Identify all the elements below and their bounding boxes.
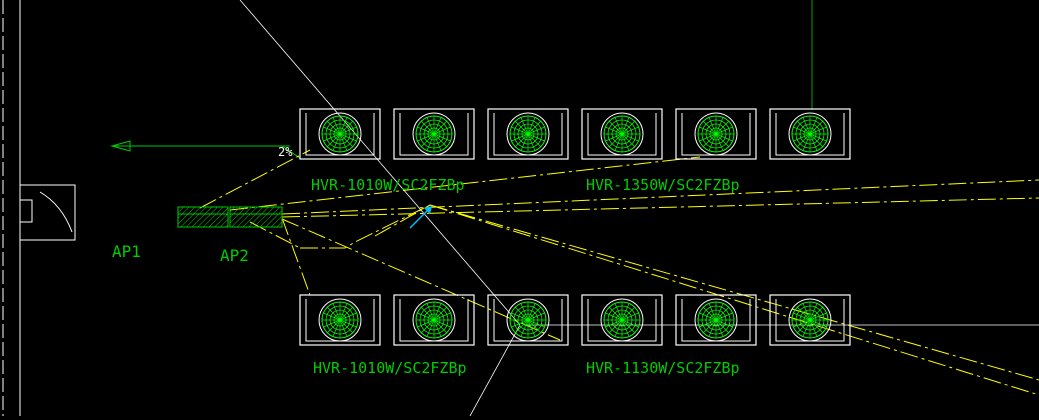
fan-unit[interactable] [487,294,569,346]
slope-label: 2% [278,145,293,159]
unit-group-label: HVR-1010W/SC2FZBp [313,359,467,377]
panel-ap1[interactable] [177,206,229,228]
unit-group-label: HVR-1010W/SC2FZBp [311,176,465,194]
unit-group-label: HVR-1350W/SC2FZBp [586,176,740,194]
cyan-marker [409,205,433,229]
panel-label-ap1: AP1 [112,242,141,261]
fan-unit[interactable] [393,108,475,160]
fan-unit[interactable] [675,108,757,160]
fan-unit[interactable] [581,108,663,160]
fan-unit[interactable] [581,294,663,346]
unit-row-top [299,108,851,160]
panel-label-ap2: AP2 [220,246,249,265]
fan-unit[interactable] [769,108,851,160]
routing-lines [199,149,1039,396]
unit-group-label: HVR-1130W/SC2FZBp [586,359,740,377]
slope-arrow [110,140,301,159]
fan-unit[interactable] [769,294,851,346]
fan-unit[interactable] [299,108,381,160]
wall-lines [2,0,76,416]
panel-ap2[interactable] [229,206,283,228]
fan-unit[interactable] [487,108,569,160]
fan-unit[interactable] [299,294,381,346]
fan-unit[interactable] [393,294,475,346]
